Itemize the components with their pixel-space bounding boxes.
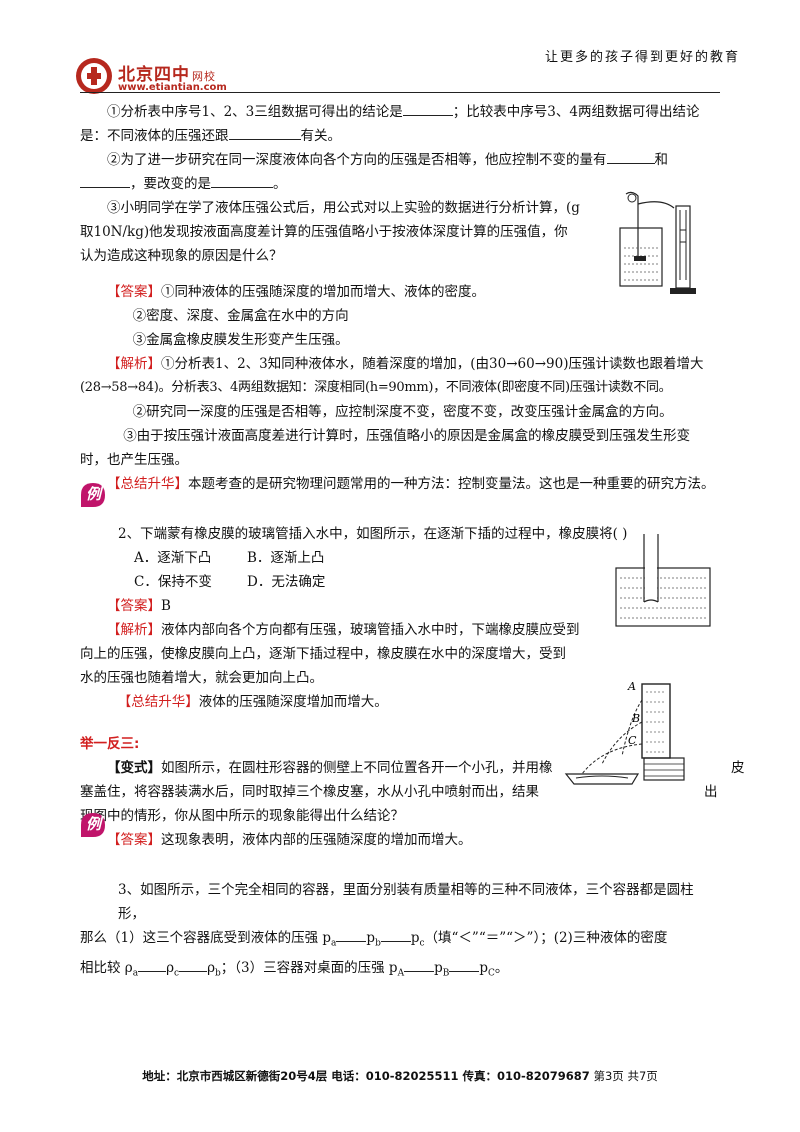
- site-logo[interactable]: 北京四中网校 www.etiantian.com: [74, 56, 274, 100]
- q1-analysis-2: (28→58→84)。分析表3、4两组数据知：深度相同(h=90mm)，不同液体…: [80, 380, 672, 395]
- q2-analysis: 【解析】液体内部向各个方向都有压强，玻璃管插入水中时，下端橡皮膜应受到: [107, 622, 580, 638]
- q2-answer: 【答案】B: [107, 598, 171, 614]
- three-holes-figure: A B C: [564, 680, 685, 785]
- q1-part3-cont: 取10N/kg)他发现按液面高度差计算的压强值略小于按液体深度计算的压强值，你: [80, 224, 568, 240]
- logo-name: 北京四中网校: [118, 65, 216, 85]
- hole-label-c: C: [628, 734, 637, 747]
- q1-answer-2: ②密度、深度、金属盒在水中的方向: [132, 308, 349, 324]
- q1-part1: ①分析表中序号1、2、3三组数据可得出的结论是；比较表中序号3、4两组数据可得出…: [80, 100, 720, 124]
- jyfs-text-1: 【变式】如图所示，在圆柱形容器的侧壁上不同位置各开一个小孔，并用橡皮: [107, 760, 745, 776]
- q1-analysis-3: ②研究同一深度的压强是否相等，应控制深度不变，密度不变，改变压强计金属盒的方向。: [132, 404, 673, 420]
- q2-analysis-3: 水的压强也随着增大，就会更加向上凸。: [80, 670, 323, 686]
- q1-part2-cont: ，要改变的是。: [80, 172, 720, 196]
- q1-analysis-4: ③由于按压强计液面高度差进行计算时，压强值略小的原因是金属盒的橡皮膜受到压强发生…: [123, 428, 691, 444]
- q2-summary: 【总结升华】液体的压强随深度增加而增大。: [117, 694, 388, 710]
- header-divider: [80, 92, 720, 93]
- q2-analysis-2: 向上的压强，使橡皮膜向上凸，逐渐下插过程中，橡皮膜在水中的深度增大，受到: [80, 646, 566, 662]
- jyfs-answer: 【答案】这现象表明，液体内部的压强随深度的增加而增大。: [107, 832, 472, 848]
- hole-label-a: A: [627, 680, 636, 693]
- jyfs-text-2: 塞盖住，将容器装满水后，同时取掉三个橡皮塞，水从小孔中喷射而出，结果出: [80, 784, 718, 800]
- q3-line-1: 3、如图所示，三个完全相同的容器，里面分别装有质量相等的三种不同液体，三个容器都…: [118, 882, 694, 922]
- tube-in-water-figure: [615, 534, 711, 627]
- q1-part1-cont: 是：不同液体的压强还跟有关。: [80, 124, 720, 148]
- jyfs-title: 举一反三:: [80, 736, 140, 752]
- q1-summary: 【总结升华】本题考查的是研究物理问题常用的一种方法：控制变量法。这也是一种重要的…: [107, 476, 715, 492]
- page-number: 第3页 共7页: [593, 1069, 658, 1083]
- jyfs-text-3: 现图中的情形，你从图中所示的现象能得出什么结论？: [80, 808, 404, 824]
- example-badge-2: 例: [80, 482, 106, 508]
- q1-analysis-5: 时，也产生压强。: [80, 452, 188, 468]
- q1-part3: ③小明同学在学了液体压强公式后，用公式对以上实验的数据进行分析计算，(g: [107, 200, 580, 216]
- example-badge-icon: [81, 813, 105, 837]
- hole-label-b: B: [631, 712, 640, 725]
- q1-answer-3: ③金属盒橡皮膜发生形变产生压强。: [132, 332, 349, 348]
- example-badge-icon: [81, 483, 105, 507]
- header-slogan: 让更多的孩子得到更好的教育: [544, 50, 740, 65]
- q1-part2: ②为了进一步研究在同一深度液体向各个方向的压强是否相等，他应控制不变的量有和: [80, 148, 720, 172]
- page-content: ①分析表中序号1、2、3三组数据可得出的结论是；比较表中序号3、4两组数据可得出…: [80, 100, 745, 986]
- logo-url: www.etiantian.com: [118, 82, 227, 93]
- q1-part3-cont2: 认为造成这种现象的原因是什么？: [80, 248, 283, 264]
- logo-emblem-icon: [76, 58, 112, 94]
- page-footer: 地址：北京市西城区新德街20号4层 电话：010-82025511 传真：010…: [142, 1069, 658, 1083]
- q1-answer: 【答案】①同种液体的压强随深度的增加而增大、液体的密度。: [107, 284, 485, 300]
- pressure-gauge-figure: [619, 191, 696, 294]
- q2-question: 2、下端蒙有橡皮膜的玻璃管插入水中，如图所示，在逐渐下插的过程中，橡皮膜将( ): [118, 526, 628, 542]
- example-badge-3: 例: [80, 812, 106, 838]
- q1-analysis: 【解析】①分析表1、2、3知同种液体水，随着深度的增加，(由30→60→90)压…: [107, 356, 704, 372]
